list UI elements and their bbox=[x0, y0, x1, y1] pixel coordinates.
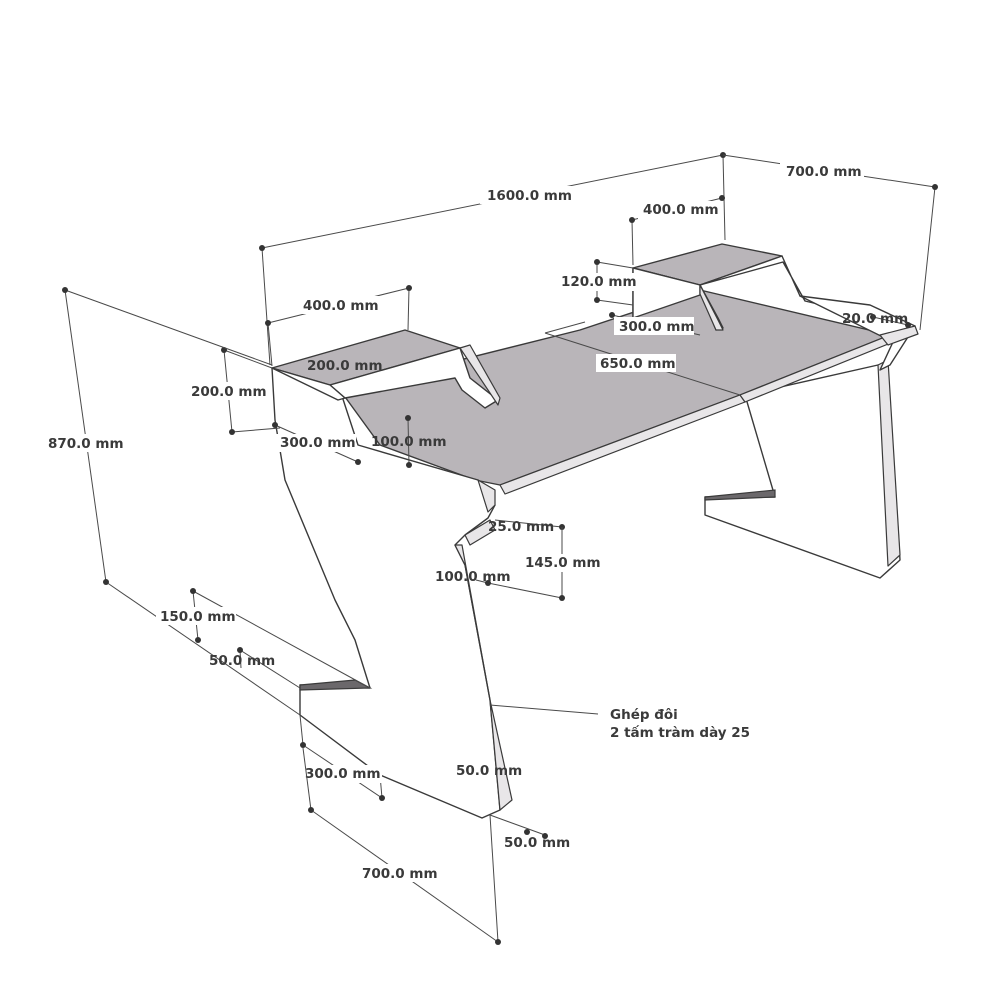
left-shelf bbox=[271, 329, 501, 409]
dim-shelf-left-depth: 200.0 mm bbox=[307, 358, 383, 374]
dim-shelf-right-offset: 300.0 mm bbox=[619, 319, 695, 335]
dim-shelf-left-height: 200.0 mm bbox=[191, 384, 267, 400]
dim-desk-depth: 650.0 mm bbox=[600, 356, 676, 372]
dim-notch-height: 145.0 mm bbox=[525, 555, 601, 571]
dim-total-height: 870.0 mm bbox=[48, 436, 124, 452]
dim-overall-width: 1600.0 mm bbox=[487, 188, 572, 204]
material-note: Ghép đôi 2 tấm tràm dày 25 bbox=[610, 707, 750, 741]
dim-leg-thickness-upper: 50.0 mm bbox=[456, 763, 522, 779]
dim-edge-thickness: 20.0 mm bbox=[842, 311, 908, 327]
dim-foot-length: 300.0 mm bbox=[305, 766, 381, 782]
dim-front-offset: 100.0 mm bbox=[371, 434, 447, 450]
dim-overall-depth: 700.0 mm bbox=[786, 164, 862, 180]
desk-model bbox=[271, 243, 919, 819]
dim-foot-thickness: 50.0 mm bbox=[209, 653, 275, 669]
right-shelf bbox=[632, 243, 886, 331]
right-leg-panel bbox=[704, 359, 901, 579]
dim-leg-thickness-lower: 50.0 mm bbox=[504, 835, 570, 851]
dim-shelf-right-height: 120.0 mm bbox=[561, 274, 637, 290]
note-line-2: 2 tấm tràm dày 25 bbox=[610, 724, 750, 741]
dim-shelf-right-width: 400.0 mm bbox=[643, 202, 719, 218]
dim-base-depth: 700.0 mm bbox=[362, 866, 438, 882]
right-wing bbox=[799, 295, 919, 371]
dim-shelf-left-width: 400.0 mm bbox=[303, 298, 379, 314]
left-leg-panel bbox=[271, 367, 513, 819]
dimension-lines: 1600.0 mm 700.0 mm 400.0 mm 120.0 mm 300… bbox=[44, 152, 938, 945]
dim-notch-depth: 25.0 mm bbox=[488, 519, 554, 535]
dim-notch-offset: 100.0 mm bbox=[435, 569, 511, 585]
note-line-1: Ghép đôi bbox=[610, 707, 678, 723]
dim-foot-height: 150.0 mm bbox=[160, 609, 236, 625]
dim-shelf-left-offset: 300.0 mm bbox=[280, 435, 356, 451]
